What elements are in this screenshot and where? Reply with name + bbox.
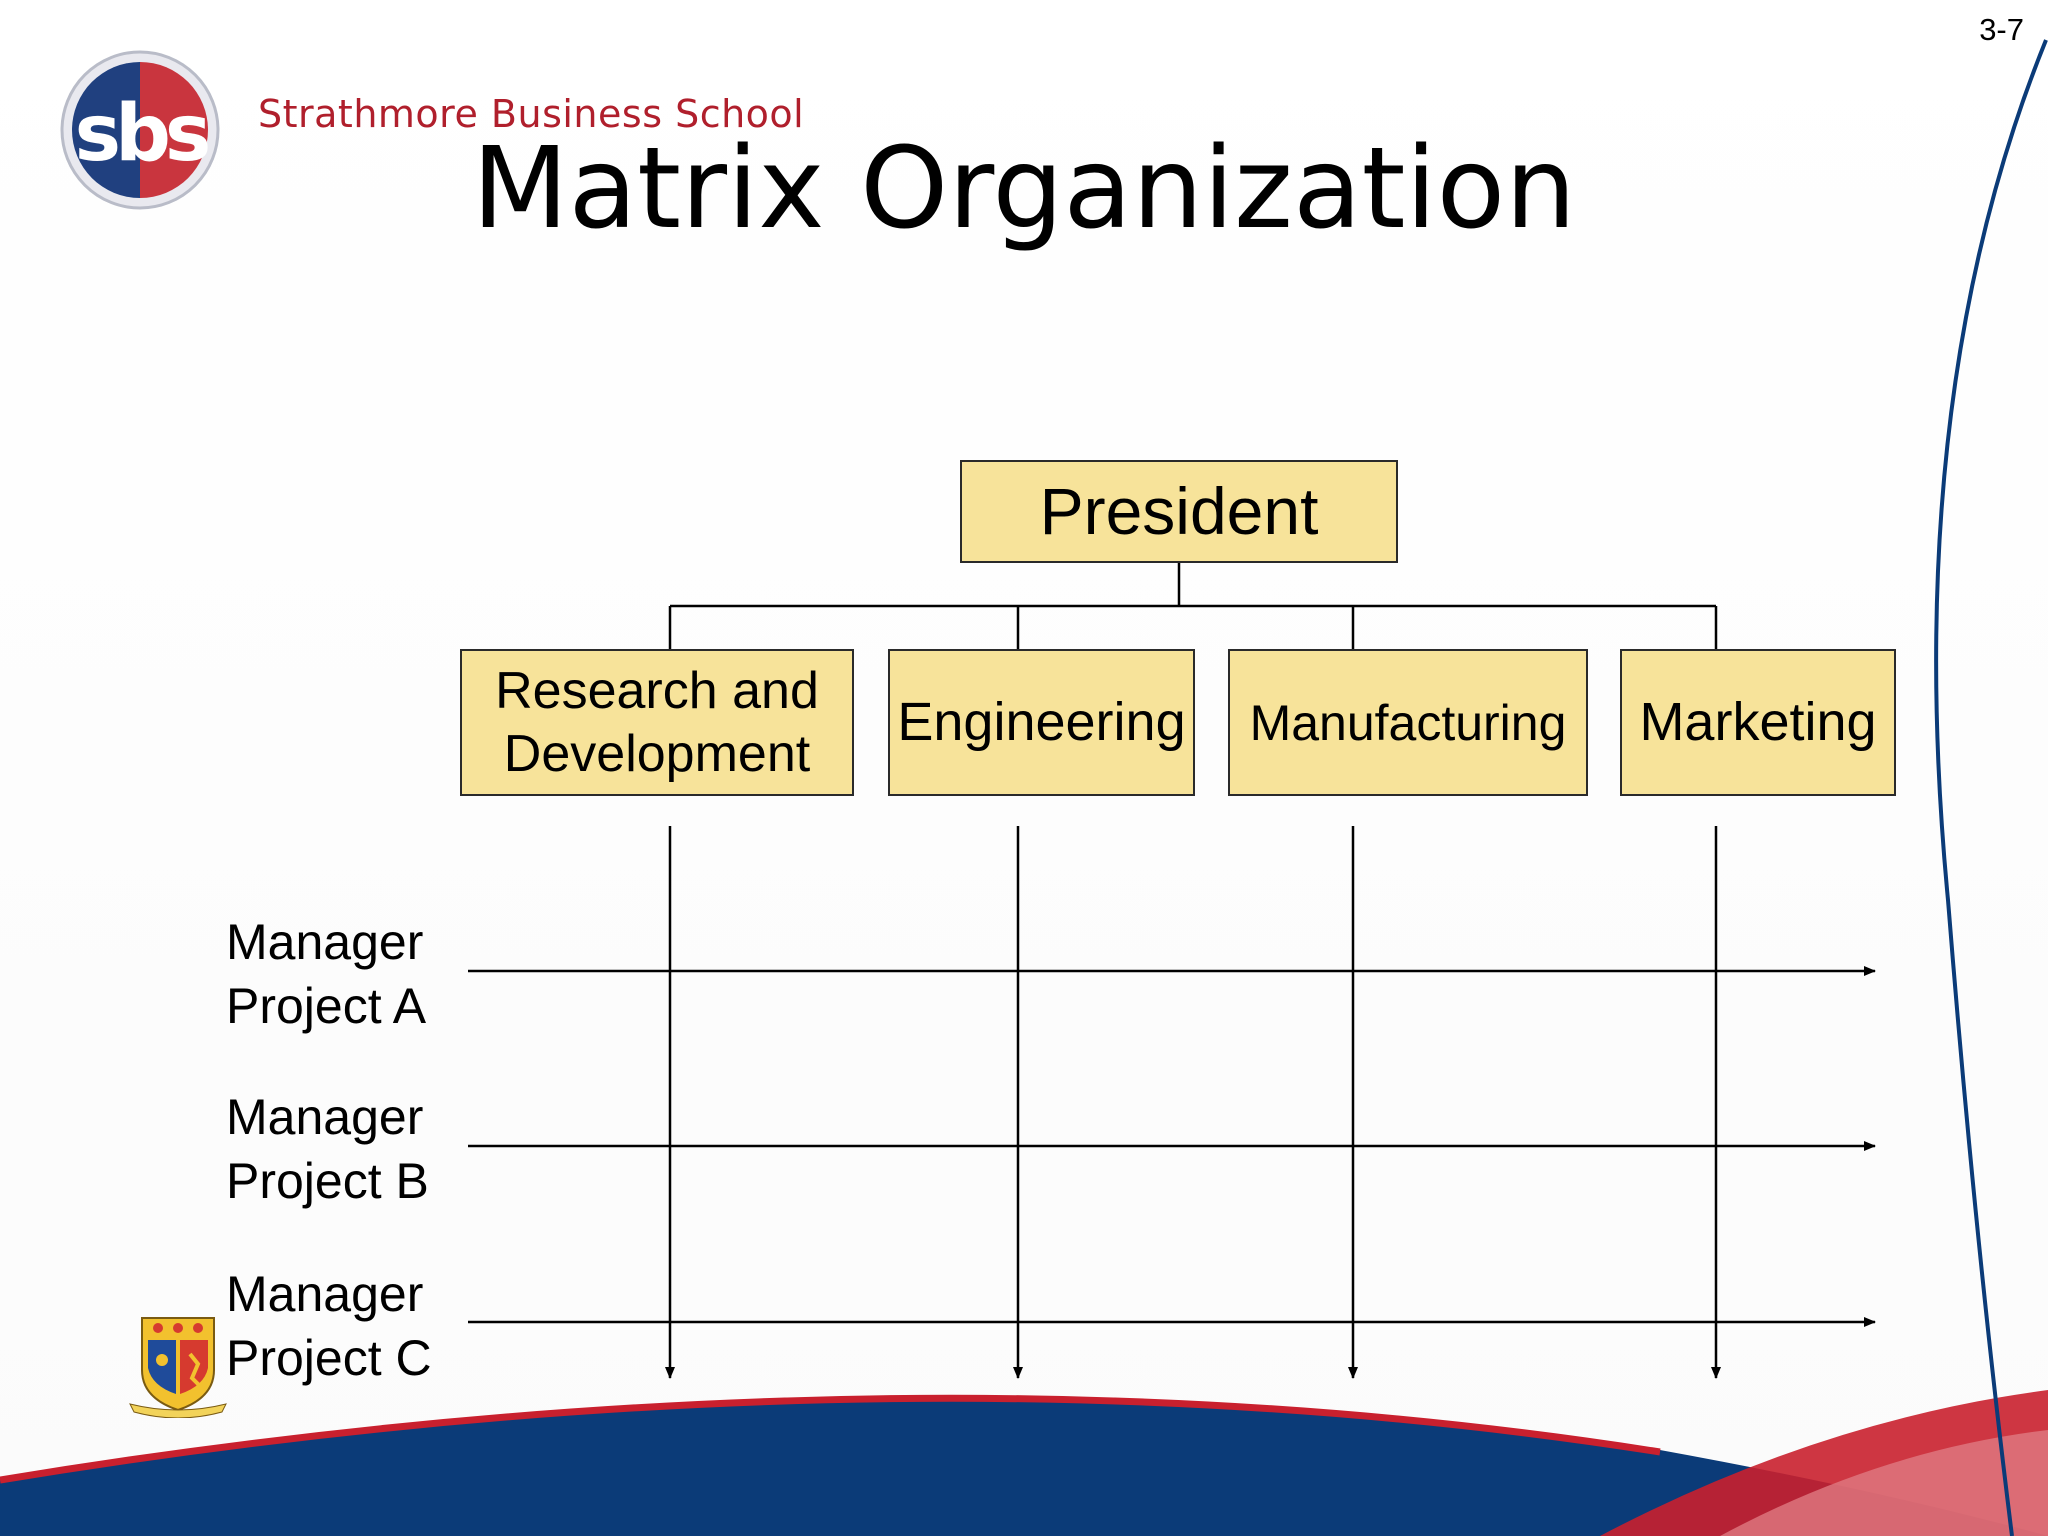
manager-label-line2: Project C: [226, 1330, 432, 1386]
manager-project-c: Manager Project C: [226, 1262, 432, 1390]
blue-band: [0, 1396, 2048, 1536]
manager-label-line1: Manager: [226, 1089, 424, 1145]
manager-label-line1: Manager: [226, 1266, 424, 1322]
sbs-logo-icon: sbs: [60, 50, 220, 210]
department-box-marketing: Marketing: [1620, 649, 1896, 796]
department-box-manufacturing: Manufacturing: [1228, 649, 1588, 796]
manager-label-line2: Project B: [226, 1153, 429, 1209]
crest-icon: [129, 1317, 227, 1418]
slide-number: 3-7: [1979, 12, 2024, 47]
pink-band: [1720, 1430, 2048, 1536]
manager-label-line1: Manager: [226, 914, 424, 970]
manager-project-a: Manager Project A: [226, 910, 426, 1038]
department-box-engineering: Engineering: [888, 649, 1195, 796]
president-box: President: [960, 460, 1398, 563]
red-stripe: [0, 1394, 1661, 1484]
manager-label-line2: Project A: [226, 978, 427, 1034]
right-curve: [1934, 39, 2048, 1536]
manager-project-b: Manager Project B: [226, 1085, 429, 1213]
department-label: Research and Development: [495, 662, 819, 783]
slide-title: Matrix Organization: [471, 124, 1577, 254]
logo-text: sbs: [75, 89, 208, 179]
department-box-research-and-development: Research and Development: [460, 649, 854, 796]
school-name: Strathmore Business School: [258, 92, 805, 136]
